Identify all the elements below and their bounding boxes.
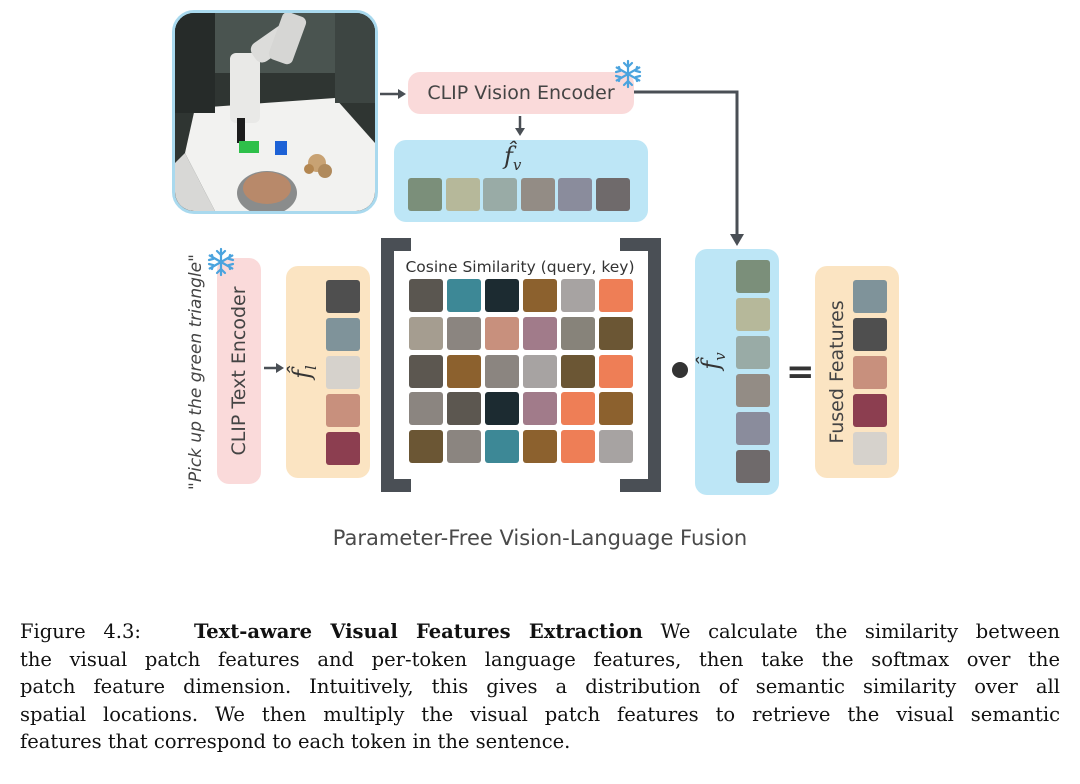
feature-swatch bbox=[408, 178, 442, 211]
feature-swatch bbox=[853, 318, 887, 351]
feature-swatch bbox=[736, 374, 770, 407]
fl-symbol: f̂l bbox=[288, 365, 320, 379]
matrix-cell bbox=[599, 279, 633, 312]
snowflake-icon bbox=[207, 247, 235, 277]
caption-line-3: patch feature dimension. Intuitively, th… bbox=[20, 675, 1060, 699]
feature-swatch bbox=[483, 178, 517, 211]
matrix-cell bbox=[561, 430, 595, 464]
matrix-cell bbox=[447, 392, 481, 426]
feature-swatch bbox=[736, 298, 770, 331]
dot-product-symbol bbox=[672, 362, 688, 378]
matrix-cell bbox=[485, 316, 519, 350]
matrix-cell bbox=[447, 316, 481, 350]
feature-swatch bbox=[853, 432, 887, 465]
arrow-vision-to-fv bbox=[515, 116, 525, 136]
right-bracket bbox=[648, 238, 661, 492]
feature-swatch bbox=[853, 394, 887, 427]
matrix-cell bbox=[409, 354, 443, 388]
feature-swatch bbox=[520, 178, 555, 211]
caption-line-5: features that correspond to each token i… bbox=[20, 730, 571, 754]
left-bracket bbox=[381, 238, 394, 492]
matrix-cell bbox=[561, 279, 595, 312]
clip-vision-encoder: CLIP Vision Encoder bbox=[408, 72, 634, 114]
feature-swatch bbox=[736, 260, 770, 293]
robot-photo bbox=[172, 10, 378, 214]
equals-symbol: = bbox=[786, 352, 815, 392]
clip-vision-label: CLIP Vision Encoder bbox=[427, 82, 615, 104]
feature-swatch bbox=[326, 394, 360, 427]
matrix-cell bbox=[523, 316, 557, 350]
caption-line-4: spatial locations. We then multiply the … bbox=[20, 702, 1060, 726]
matrix-cell bbox=[409, 316, 443, 350]
arrow-photo-to-vision bbox=[380, 89, 406, 99]
matrix-cell bbox=[599, 392, 633, 426]
feature-swatch bbox=[558, 178, 592, 211]
clip-text-encoder: CLIP Text Encoder bbox=[217, 258, 261, 484]
matrix-cell bbox=[599, 430, 633, 464]
snowflake-icon bbox=[614, 59, 642, 89]
matrix-cell bbox=[447, 430, 481, 464]
feature-swatch bbox=[736, 412, 770, 445]
feature-swatch bbox=[326, 318, 360, 351]
matrix-cell bbox=[561, 316, 595, 350]
feature-swatch bbox=[736, 336, 770, 369]
matrix-cell bbox=[409, 430, 443, 464]
feature-swatch bbox=[445, 178, 480, 211]
matrix-cell bbox=[523, 430, 557, 464]
fv-right-symbol: f̂v bbox=[697, 352, 729, 370]
matrix-cell bbox=[599, 316, 633, 350]
instruction-text: "Pick up the green triangle" bbox=[186, 254, 206, 490]
matrix-cell bbox=[561, 392, 595, 426]
matrix-cell bbox=[447, 354, 481, 388]
figure-caption: Figure 4.3: Text-aware Visual Features E… bbox=[20, 618, 1060, 756]
matrix-cell bbox=[599, 354, 633, 388]
visual-features-right-box: f̂v bbox=[695, 249, 779, 495]
matrix-cell bbox=[485, 354, 519, 388]
arrow-vision-to-fv-right bbox=[634, 90, 744, 246]
diagram-title: Parameter-Free Vision-Language Fusion bbox=[332, 526, 748, 550]
matrix-cell bbox=[485, 392, 519, 426]
matrix-cell bbox=[523, 392, 557, 426]
caption-line-1: Figure 4.3: Text-aware Visual Features E… bbox=[20, 620, 1060, 643]
matrix-cell bbox=[523, 279, 557, 312]
feature-swatch bbox=[736, 450, 770, 483]
matrix-cell bbox=[523, 354, 557, 388]
matrix-cell bbox=[447, 279, 481, 312]
visual-features-box: f̂v bbox=[394, 140, 648, 222]
matrix-cell bbox=[561, 354, 595, 388]
feature-swatch bbox=[853, 280, 887, 313]
fused-label: Fused Features bbox=[826, 300, 848, 444]
feature-swatch bbox=[326, 280, 360, 313]
clip-text-label: CLIP Text Encoder bbox=[228, 286, 250, 456]
feature-swatch bbox=[326, 356, 360, 389]
matrix-cell bbox=[485, 430, 519, 464]
feature-swatch bbox=[853, 356, 887, 389]
cosine-label: Cosine Similarity (query, key) bbox=[405, 258, 635, 276]
fused-features-box: Fused Features bbox=[815, 266, 899, 478]
feature-swatch bbox=[326, 432, 360, 465]
fv-symbol: f̂v bbox=[504, 142, 522, 174]
similarity-matrix bbox=[409, 279, 633, 465]
matrix-cell bbox=[409, 279, 443, 312]
feature-swatch bbox=[595, 178, 630, 211]
caption-line-2: the visual patch features and per-token … bbox=[20, 647, 1060, 671]
language-features-box: f̂l bbox=[286, 266, 370, 478]
arrow-text-to-fl bbox=[264, 363, 284, 373]
matrix-cell bbox=[485, 279, 519, 312]
matrix-cell bbox=[409, 392, 443, 426]
